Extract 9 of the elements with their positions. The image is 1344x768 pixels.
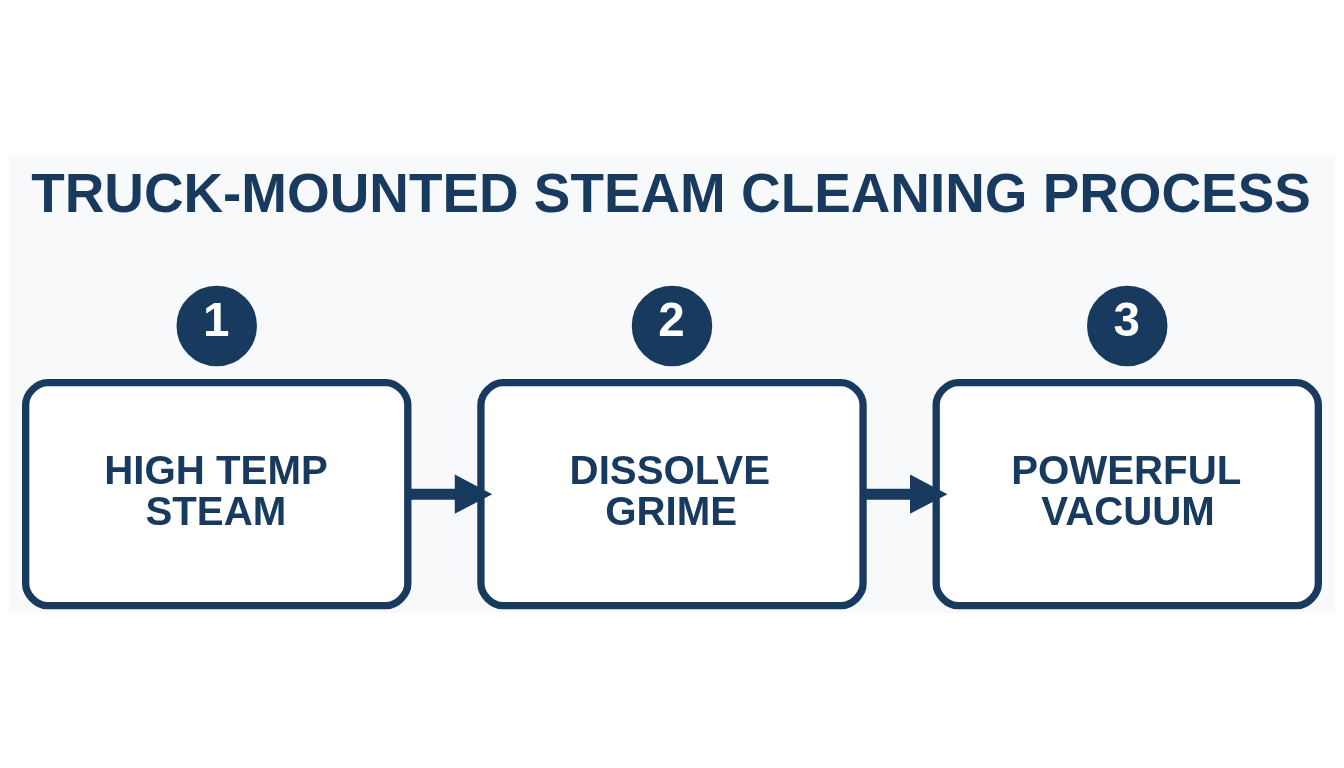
node-box: POWERFUL VACUUM [932, 378, 1322, 610]
arrow [408, 474, 493, 514]
arrow [863, 474, 948, 514]
node-box: HIGH TEMP STEAM [22, 378, 412, 610]
diagram-title: TRUCK-MOUNTED STEAM CLEANING PROCESS [31, 161, 1311, 224]
node-circle: 2 [631, 285, 713, 367]
node-circle: 1 [176, 285, 257, 367]
node-box: DISSOLVE GRIME [477, 378, 867, 610]
node-circle: 3 [1087, 285, 1168, 367]
